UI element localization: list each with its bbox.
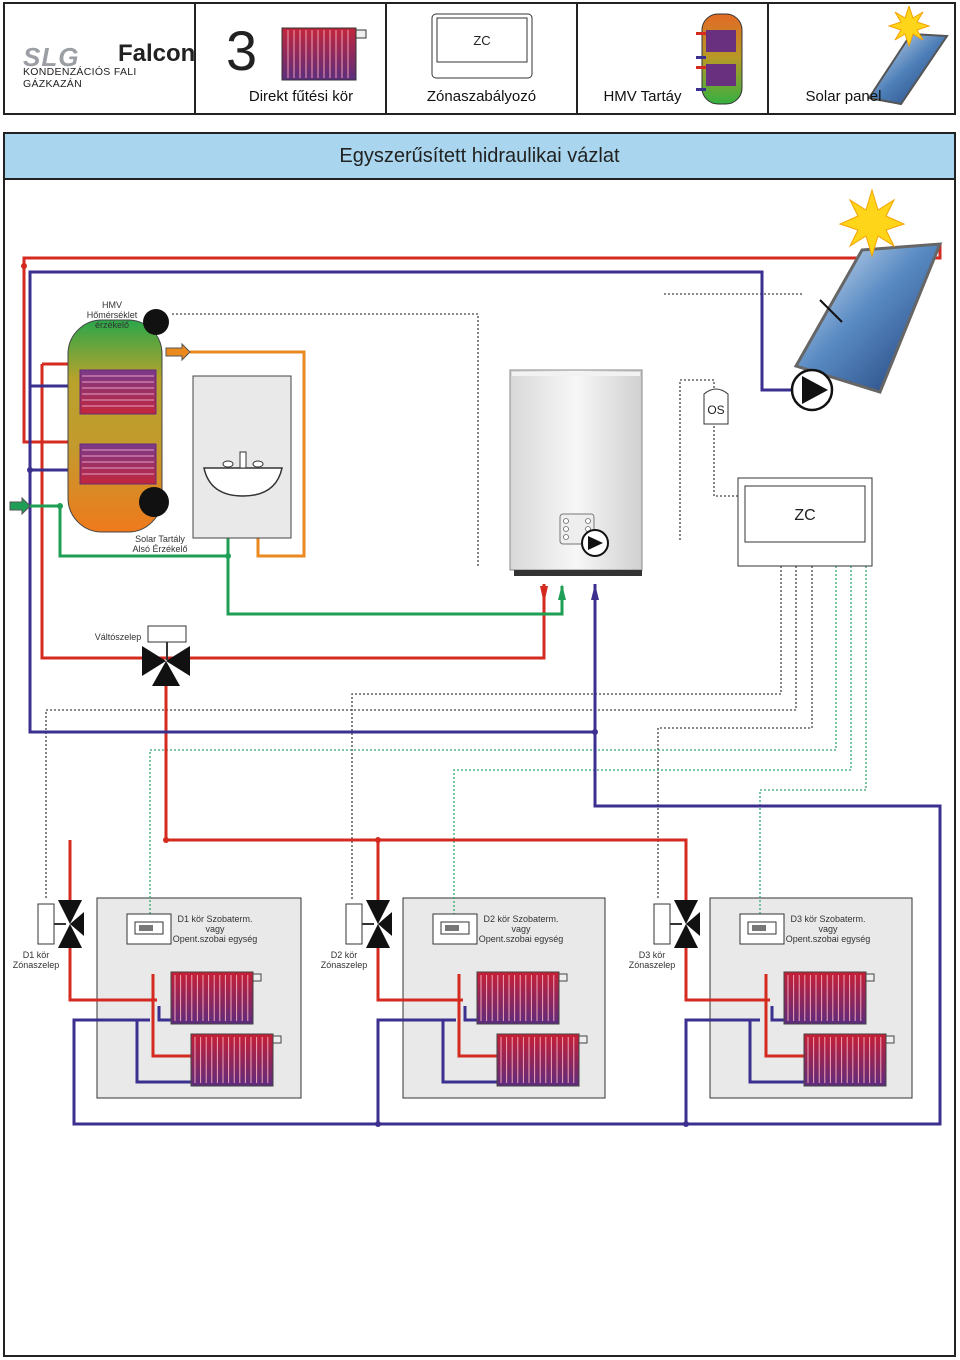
radiator-1-b: [190, 1033, 282, 1087]
radiator-3-a: [783, 971, 875, 1025]
radiator-3-b: [803, 1033, 895, 1087]
dhw-tank: [9, 309, 191, 533]
svg-text:ZC: ZC: [794, 507, 815, 524]
boiler: [509, 369, 643, 604]
flow-out-arrow-icon: [540, 586, 548, 604]
flow-pipes: [22, 244, 942, 900]
logo-cell: SLG Falcon KONDENZÁCIÓS FALI GÁZKAZÁN: [5, 4, 196, 113]
tank-upper-coil: [79, 369, 157, 415]
outdoor-sensor: OS: [703, 388, 729, 425]
return-pipes: [28, 270, 942, 1126]
logo-subtitle: KONDENZÁCIÓS FALI GÁZKAZÁN: [23, 66, 137, 90]
dhw-tank-icon: [696, 13, 743, 105]
direct-heating-label: Direkt fűtési kör: [248, 88, 354, 105]
svg-text:OS: OS: [707, 403, 724, 417]
solar-collector: [790, 188, 943, 412]
solar-panel-cell: Solar panel: [769, 4, 958, 113]
room-thermostat-1: [126, 913, 172, 945]
zone-valve-3: [653, 900, 700, 948]
cold-water-in-arrow-icon: [9, 496, 31, 516]
room-thermostat-2: [432, 913, 478, 945]
logo-falcon: Falcon: [118, 40, 196, 67]
dhw-tank-label: HMV Tartáy: [603, 88, 682, 105]
radiator-1-a: [170, 971, 262, 1025]
sun-icon: [887, 6, 931, 48]
diverting-valve: [142, 625, 190, 686]
hmv-temperature-sensor: [143, 309, 169, 335]
diagram-frame: [3, 180, 956, 1357]
dhw-tank-cell: HMV Tartáy: [578, 4, 769, 113]
zone-controller-icon: ZC: [431, 13, 533, 79]
zone-controller-cell: ZC Zónaszabályozó: [387, 4, 578, 113]
scheme-number: 3: [226, 19, 258, 82]
zone-signal-wiring: [149, 566, 867, 915]
solar-tank-sensor: [139, 487, 169, 517]
radiator-2-a: [476, 971, 568, 1025]
page-title: Egyszerűsített hidraulikai vázlat: [3, 132, 956, 180]
header-bar: SLG Falcon KONDENZÁCIÓS FALI GÁZKAZÁN 3 …: [3, 2, 956, 115]
tank-lower-coil: [79, 443, 157, 485]
direct-heating-cell: 3 Direkt fűtési kör: [196, 4, 387, 113]
logo-slg: SLG: [23, 42, 80, 72]
hot-water-out-arrow-icon: [165, 342, 191, 362]
return-in-arrow-icon: [591, 584, 599, 600]
svg-text:ZC: ZC: [473, 33, 490, 48]
zone-valve-2: [345, 900, 392, 948]
zone-controller-label: Zónaszabályozó: [426, 88, 537, 105]
solar-panel-label: Solar panel: [805, 88, 882, 105]
pipe-junctions: [21, 263, 689, 1127]
solar-panel-icon: [867, 6, 949, 106]
radiator-icon: [281, 27, 367, 81]
washbasin: [192, 375, 292, 539]
room-thermostat-3: [739, 913, 785, 945]
zone-controller: ZC: [737, 477, 873, 567]
valve-label: Váltószelep: [95, 632, 142, 642]
sun-icon: [838, 188, 906, 258]
zone-valve-1: [37, 900, 84, 948]
signal-wiring: [45, 293, 813, 900]
cold-in-arrow-icon: [558, 584, 566, 600]
radiator-2-b: [496, 1033, 588, 1087]
